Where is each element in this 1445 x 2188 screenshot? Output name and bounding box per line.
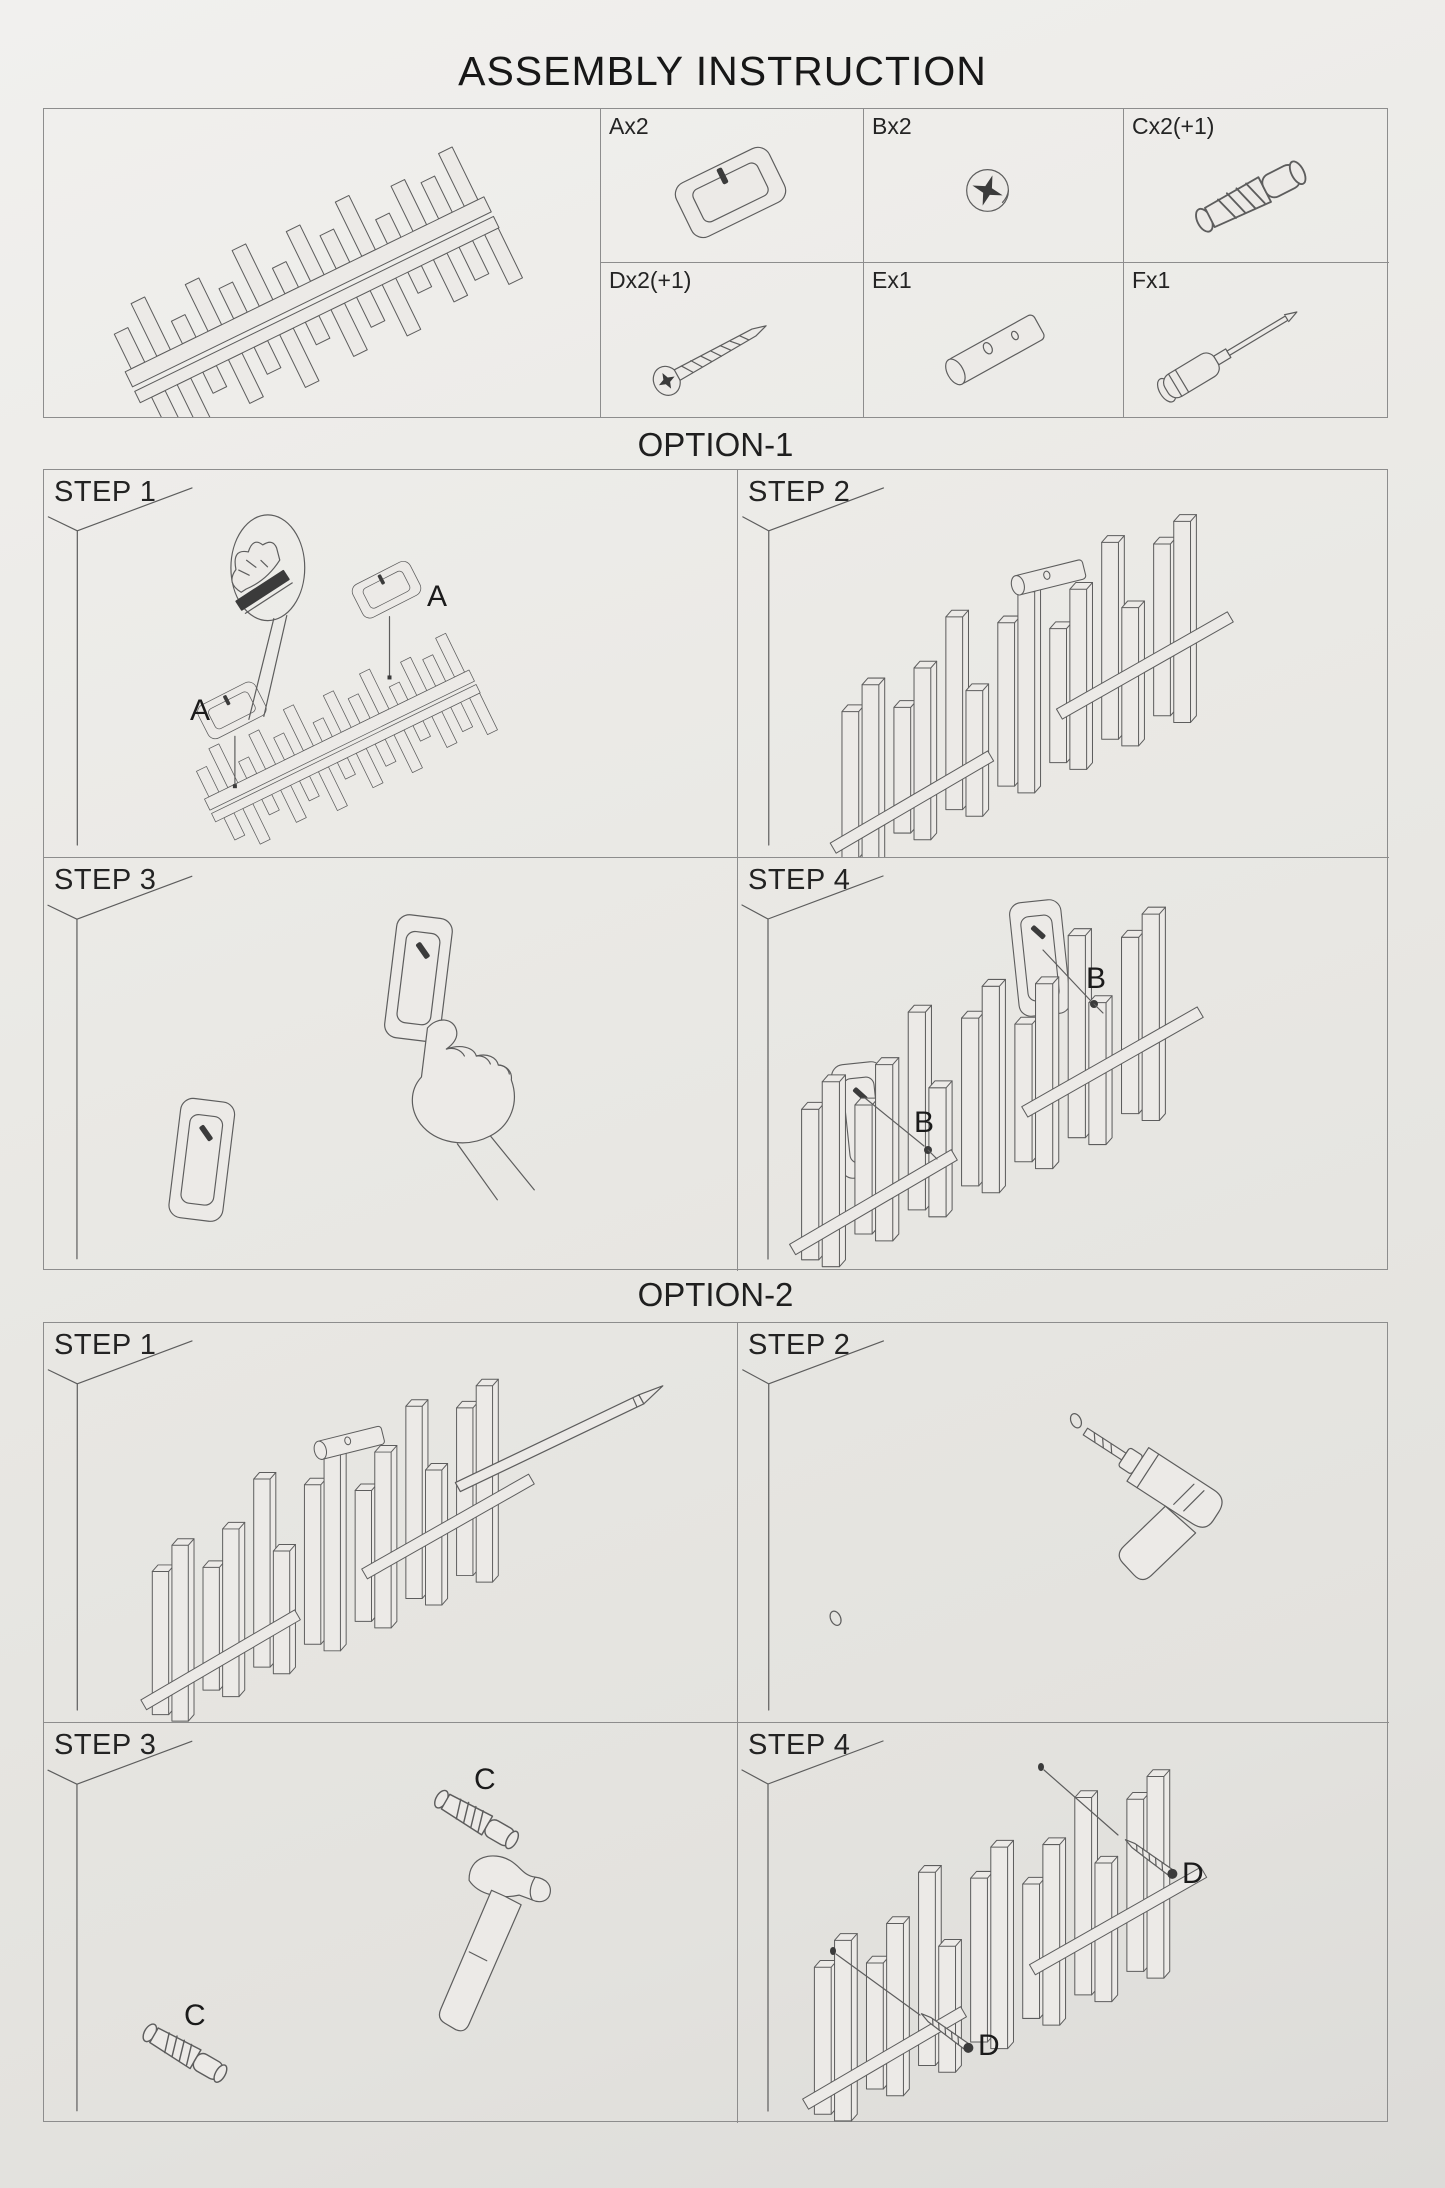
part-cell-a: Ax2 [601,109,864,263]
step-cell-option1-step2: STEP 2 [738,470,1389,858]
wall-hole-mark [829,1610,842,1626]
option1-heading: OPTION-1 [637,426,794,463]
step1-illustration [47,1340,664,1722]
wall-hole-mark [1069,1413,1083,1429]
step-label: STEP 3 [54,1729,157,1761]
part-label-a: Ax2 [609,113,649,139]
part-cell-f: Fx1 [1124,263,1389,417]
step-label: STEP 1 [54,1329,157,1361]
step4-illustration [741,1740,1208,2122]
wall-corner-lines [742,1340,885,1711]
wall-corner-lines [47,1340,193,1711]
screwdriver-icon [1156,311,1298,403]
magnifier-circle [230,514,306,622]
adhesive-hand-detail [231,541,293,614]
callout-c-2: C [184,1999,206,2032]
slatted-coat-rack-icon [97,140,526,417]
page-title: ASSEMBLY INSTRUCTION [458,48,987,94]
step4-illustration [741,875,1204,1268]
callout-d-1: D [1182,1857,1204,1890]
part-cell-b: Bx2 [864,109,1124,263]
hammer [438,1855,551,2032]
power-drill [1082,1427,1223,1581]
step-cell-option1-step4: STEP 4 B B [738,858,1389,1271]
part-label-b: Bx2 [872,113,912,139]
callout-c-1: C [474,1763,496,1796]
wall-corner-lines [742,487,885,846]
option1-steps-grid: STEP 1 A A STE [43,469,1389,1271]
step-cell-option2-step3: STEP 3 C C [44,1723,738,2123]
wall-corner-lines [47,487,193,846]
step3-illustration [47,875,535,1260]
step-label: STEP 2 [748,1329,851,1361]
wall-corner-lines [47,1740,193,2112]
callout-b-2: B [914,1106,935,1139]
step1-illustration [47,487,500,857]
wall-corner-lines [741,1740,884,2112]
step-cell-option1-step3: STEP 3 [44,858,738,1271]
callout-a-2: A [190,694,211,727]
countersunk-screw-head-icon [966,169,1009,212]
step-cell-option2-step2: STEP 2 [738,1323,1389,1723]
callout-d-2: D [978,2029,1000,2062]
hanger-peg-icon [945,314,1045,386]
step3-illustration [47,1740,551,2112]
step-cell-option1-step1: STEP 1 A A [44,470,738,858]
pressing-hand [411,1019,535,1201]
part-cell-e: Ex1 [864,263,1124,417]
wall-corner-lines [741,875,884,1260]
part-label-e: Ex1 [872,267,912,293]
part-cell-c: Cx2(+1) [1124,109,1389,263]
step-cell-option2-step4: STEP 4 D D [738,1723,1389,2123]
step-label: STEP 3 [54,864,157,896]
part-label-f: Fx1 [1132,267,1171,293]
parts-box: Ax2 Bx2 Cx2(+1) Dx2(+1) [43,108,1389,418]
part-label-c: Cx2(+1) [1132,113,1215,139]
marking-pencil [454,1385,664,1493]
wall-hole-mark [830,1947,836,1955]
step-label: STEP 4 [748,1729,851,1761]
wall-anchor-icon [1190,156,1311,237]
part-label-d: Dx2(+1) [609,267,692,293]
wall-hole-mark [1038,1763,1044,1771]
step-cell-option2-step1: STEP 1 [44,1323,738,1723]
wall-corner-lines [47,875,193,1260]
callout-b-1: B [1086,962,1107,995]
product-cell [44,109,601,417]
callout-a-1: A [427,580,448,613]
wood-screw-icon [652,325,767,396]
option2-heading: OPTION-2 [637,1276,794,1313]
option2-steps-grid: STEP 1 STEP 2 [43,1322,1389,2123]
step-label: STEP 2 [748,476,851,508]
step-label: STEP 4 [748,864,851,896]
step2-illustration [742,487,1234,857]
part-cell-d: Dx2(+1) [601,263,864,417]
keyhole-mounting-plate-icon [670,142,791,243]
step-label: STEP 1 [54,476,157,508]
step2-illustration [742,1340,1223,1711]
